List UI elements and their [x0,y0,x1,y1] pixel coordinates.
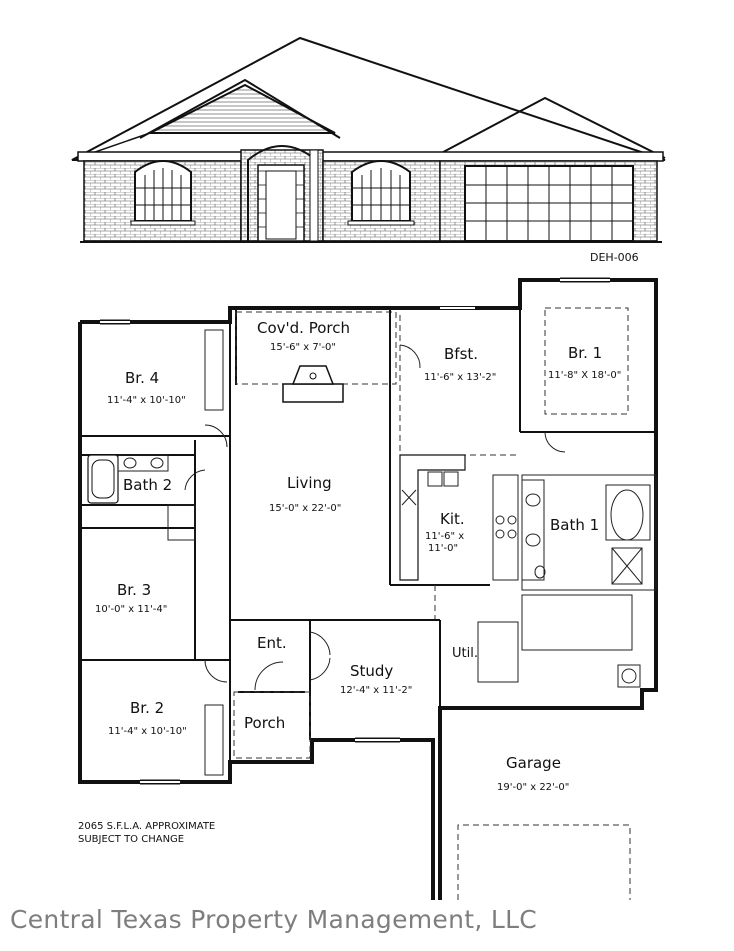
room-kit-name: Kit. [440,510,465,528]
room-bath1-name: Bath 1 [550,516,599,534]
bath2-tub [87,454,119,504]
entry-door [247,145,319,242]
arched-window-right [347,160,415,226]
utility-room [477,621,519,683]
main-roof [71,36,666,161]
room-covd-porch-dims: 15'-6" x 7'-0" [270,342,336,353]
room-study-dims: 12'-4" x 11'-2" [340,685,412,696]
room-br2-dims: 11'-4" x 10'-10" [108,726,187,737]
room-br1-dims: 11'-8" X 18'-0" [548,370,621,381]
room-br4-dims: 11'-4" x 10'-10" [107,395,186,406]
garage-door-outline [457,824,631,900]
room-labels: Cov'd. Porch 15'-6" x 7'-0" Bfst. 11'-6"… [95,319,621,793]
kitchen-island [399,454,466,581]
floor-plan [78,277,658,900]
bath2-vanity [117,454,169,472]
room-br1-name: Br. 1 [568,344,602,362]
room-covd-porch-name: Cov'd. Porch [257,319,350,337]
change-note: SUBJECT TO CHANGE [78,834,184,845]
plan-code: DEH-006 [590,251,639,264]
room-br4-name: Br. 4 [125,369,159,387]
room-living-dims: 15'-0" x 22'-0" [269,503,341,514]
garage-door [464,165,634,242]
br2-closet [204,704,224,776]
bath1-tub [610,489,644,541]
front-gable [149,83,336,134]
room-kit-dims-2: 11'-0" [428,543,458,554]
bath1-shower [611,547,643,585]
room-bath2-name: Bath 2 [123,476,172,494]
room-ent-name: Ent. [257,634,287,652]
room-br3-name: Br. 3 [117,581,151,599]
front-porch-area [233,691,311,759]
br4-closet [204,329,224,411]
room-garage-dims: 19'-0" x 22'-0" [497,782,569,793]
front-elevation: DEH-006 [71,36,666,264]
room-br3-dims: 10'-0" x 11'-4" [95,604,167,615]
room-bfst-dims: 11'-6" x 13'-2" [424,372,496,383]
garage-roof [431,96,666,159]
br1-closet [521,594,633,651]
room-util-name: Util. [452,646,478,661]
arched-window-left [130,160,196,226]
room-garage-name: Garage [506,754,561,772]
room-study-name: Study [350,662,393,680]
room-kit-dims-1: 11'-6" x [425,531,464,542]
hall-closet [167,504,196,541]
kitchen-counter [492,474,519,581]
room-living-name: Living [287,474,332,492]
area-note: 2065 S.F.L.A. APPROXIMATE [78,821,215,832]
fireplace [282,365,344,403]
br1-tray-ceiling [544,307,629,415]
room-bfst-name: Bfst. [444,345,478,363]
exterior-wall [80,278,658,900]
room-br2-name: Br. 2 [130,699,164,717]
room-porch-name: Porch [244,714,285,732]
watermark-text: Central Texas Property Management, LLC [10,905,538,934]
